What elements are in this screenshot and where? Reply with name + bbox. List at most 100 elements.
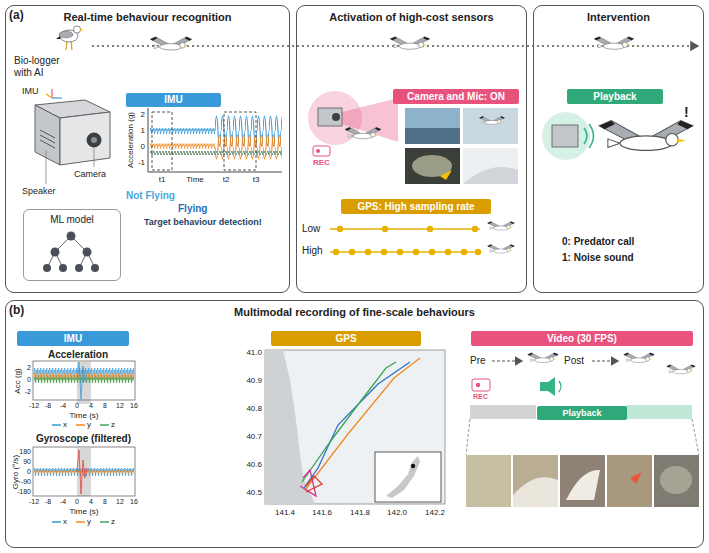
part-label: Camera [74, 169, 106, 179]
video-frame [463, 108, 518, 144]
legend-text: y [87, 421, 91, 429]
flying-gull [479, 116, 504, 124]
panel-title: Multimodal recording of fine-scale behav… [6, 306, 703, 318]
map-land [265, 350, 315, 504]
signal-orange [215, 133, 282, 161]
tick-label: -12 [29, 402, 39, 410]
flying-gull [667, 365, 696, 374]
rec-icon [313, 146, 330, 156]
wing-in-frame [463, 167, 518, 184]
tick-label: 8 [103, 498, 107, 506]
camera-lens [87, 133, 101, 147]
speaker-device [552, 125, 578, 147]
legend-item: x [52, 518, 67, 526]
tree-node [75, 264, 83, 272]
leader-line [94, 148, 95, 167]
flying-gull [150, 37, 191, 50]
speaker-slot [40, 130, 55, 138]
axis-title: Acceleration (g) [126, 112, 135, 168]
longitude-tick: 142.2 [425, 508, 445, 517]
gps-fix [461, 249, 467, 255]
gps-fix [365, 249, 371, 255]
node-text: IMU [64, 334, 82, 344]
window-box [152, 112, 172, 170]
tick-label: -8 [45, 498, 51, 506]
wing-in-frame [513, 477, 558, 507]
legend-item: x [52, 421, 67, 429]
part-label: IMU [22, 86, 39, 96]
phase-label: Post [564, 355, 584, 367]
signal-blue [150, 126, 215, 136]
node-text: Camera and Mic: ON [407, 92, 505, 102]
axis-x [52, 97, 62, 98]
video-frame [513, 455, 558, 507]
tick-label: 180 [19, 448, 31, 456]
legend-text: x [63, 518, 67, 526]
panel-title: Real-time behaviour recognition [6, 11, 289, 23]
tick-label: -90 [21, 478, 31, 486]
axis-title: Time (s) [69, 411, 98, 420]
camera-lens-inner [91, 137, 97, 143]
tick-label: 1 [141, 126, 145, 135]
rec-icon [472, 379, 490, 391]
class-label: Flying [178, 203, 207, 215]
tick-label: 0 [75, 498, 79, 506]
gps-fix [333, 249, 339, 255]
tick-label: 16 [130, 402, 138, 410]
tick-label: 2 [27, 364, 31, 372]
legend-line [100, 422, 109, 428]
sound-option: 0: Predator call [562, 236, 634, 248]
panel: InterventionPlayback [533, 5, 704, 293]
axis-title: Time [186, 175, 203, 184]
node-text: Video (30 FPS) [547, 334, 617, 344]
legend-line [76, 519, 85, 525]
leader-line [692, 419, 699, 455]
panel-title: Intervention [534, 11, 703, 23]
plot-frame [33, 447, 135, 496]
speaker-slot [40, 135, 55, 143]
legend-item: z [100, 421, 115, 429]
legend-text: x [63, 421, 67, 429]
plot-title: Acceleration [48, 349, 108, 361]
tick-label: -12 [29, 498, 39, 506]
tick-label: 16 [130, 498, 138, 506]
x-axis [148, 172, 282, 173]
flying-gull [390, 37, 430, 50]
legend-line-stroke [76, 521, 85, 523]
time-arrow [592, 360, 618, 361]
tick-label: 4 [89, 498, 93, 506]
video-frame [607, 455, 652, 507]
sensor-bar: GPS: High sampling rate [341, 199, 491, 214]
tick-label: 0 [27, 468, 31, 476]
time-marker: t1 [159, 175, 166, 184]
tick-label: 0 [141, 142, 145, 151]
playback-bar: Playback [567, 89, 663, 104]
tick-label: 12 [116, 498, 124, 506]
inset-map [375, 452, 441, 502]
model-box: ML model [23, 209, 121, 281]
tick-label: 2 [141, 110, 145, 119]
rate-label: High [302, 245, 323, 257]
gps-fix [413, 249, 419, 255]
alert-mark: ! [684, 104, 689, 120]
legend-text: z [111, 421, 115, 429]
tree-node [91, 264, 99, 272]
sensor-bar: Video (30 FPS) [471, 331, 693, 346]
tick-label: -8 [45, 402, 51, 410]
node-text: Playback [593, 92, 636, 102]
node-text: Playback [562, 409, 601, 418]
gps-fix [337, 226, 343, 232]
latitude-tick: 41.0 [246, 348, 262, 357]
gps-low-line [330, 228, 480, 230]
device-label: Bio-logger with AI [14, 55, 76, 78]
sound-wave [559, 381, 561, 392]
camera-view [342, 98, 398, 142]
video-frame [405, 108, 460, 144]
sound-glow [542, 112, 590, 160]
tick-label: 8 [103, 402, 107, 410]
sound-wave [589, 124, 594, 148]
flying-gull [488, 245, 515, 254]
gyro-spike [77, 450, 87, 494]
